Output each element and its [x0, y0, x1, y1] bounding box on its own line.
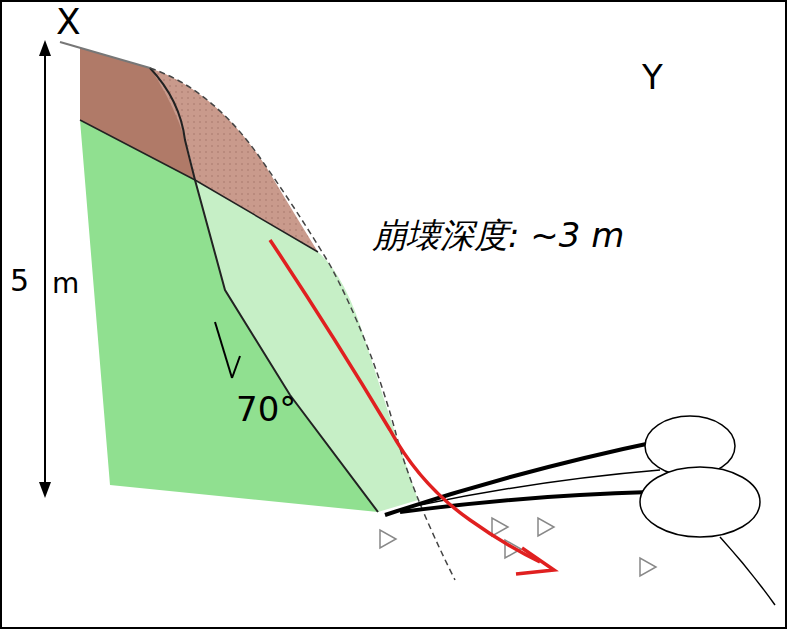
dimension-line	[44, 48, 46, 490]
section-end-label: X	[56, 4, 81, 40]
talus-symbols	[380, 518, 656, 576]
dimension-unit: m	[52, 270, 79, 298]
slope-line	[150, 68, 378, 512]
dip-symbol	[215, 322, 232, 378]
section-end-label: Y	[642, 60, 663, 94]
boulder	[640, 467, 760, 537]
root-line	[385, 440, 665, 515]
root-line	[420, 470, 660, 505]
movement-arrow	[270, 240, 540, 562]
arrowhead	[39, 40, 51, 56]
layer-boundary	[80, 120, 318, 252]
dimension-value: 5	[10, 266, 29, 296]
dip-angle: 70°	[236, 392, 296, 426]
arrowhead	[39, 482, 51, 498]
ground-line	[720, 537, 775, 605]
former-surface	[150, 68, 455, 580]
ground-surface	[60, 42, 150, 68]
failed-soil	[150, 68, 318, 252]
failure-depth-note: 崩壊深度: ~3 m	[372, 218, 624, 252]
movement-arrowhead	[516, 548, 554, 574]
dip-symbol	[232, 356, 240, 378]
